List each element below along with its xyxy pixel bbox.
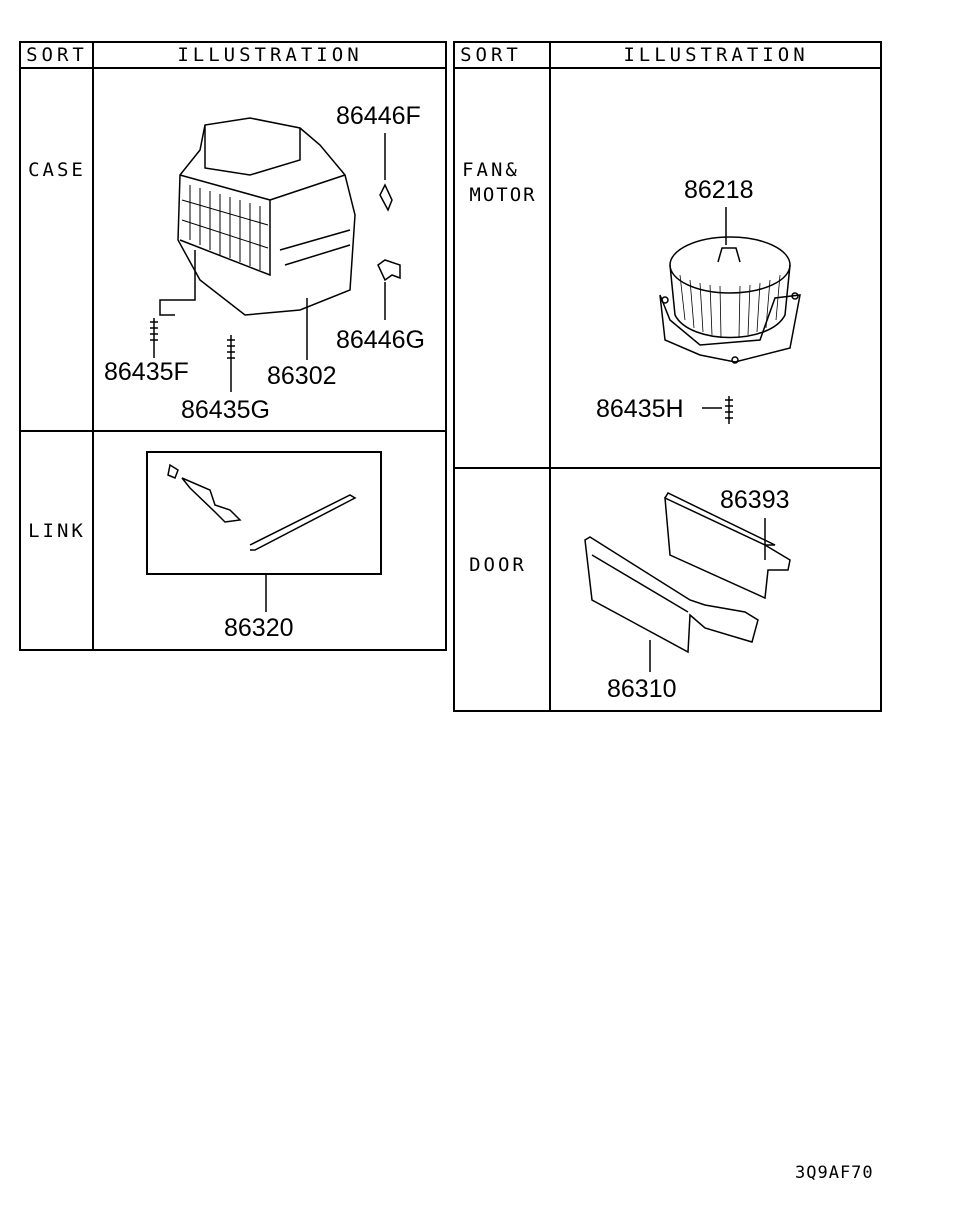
right-header-sort: SORT xyxy=(460,44,522,66)
part-number[interactable]: 86446G xyxy=(336,326,425,354)
clips xyxy=(377,183,401,282)
part-number[interactable]: 86446F xyxy=(336,102,421,130)
left-parts-table xyxy=(19,41,447,651)
sort-link: LINK xyxy=(28,520,86,542)
divider xyxy=(453,467,882,469)
divider xyxy=(19,430,447,432)
heater-case-illustration xyxy=(159,117,356,316)
left-header-illustration: ILLUSTRATION xyxy=(177,44,363,66)
part-number[interactable]: 86435G xyxy=(181,396,270,424)
part-number[interactable]: 86393 xyxy=(720,486,790,514)
part-number[interactable]: 86218 xyxy=(684,176,754,204)
link-illustration xyxy=(167,463,357,551)
left-header-sort: SORT xyxy=(26,44,88,66)
divider xyxy=(549,41,551,712)
sort-case: CASE xyxy=(28,159,86,181)
divider xyxy=(92,41,94,651)
right-header-illustration: ILLUSTRATION xyxy=(623,44,809,66)
divider xyxy=(19,67,447,69)
blower-fan-illustration xyxy=(659,236,801,364)
sort-door: DOOR xyxy=(469,554,527,576)
part-number[interactable]: 86435F xyxy=(104,358,189,386)
link-box xyxy=(146,451,382,575)
part-number[interactable]: 86302 xyxy=(267,362,337,390)
part-number[interactable]: 86320 xyxy=(224,614,294,642)
part-number[interactable]: 86310 xyxy=(607,675,677,703)
part-number[interactable]: 86435H xyxy=(596,395,684,423)
divider xyxy=(453,67,882,69)
leader-lines xyxy=(153,133,766,672)
figure-code: 3Q9AF70 xyxy=(795,1163,874,1183)
right-parts-table xyxy=(453,41,882,712)
doors-illustration xyxy=(584,492,791,654)
sort-fan-motor-line2: MOTOR xyxy=(469,184,537,206)
screw-icons xyxy=(150,318,733,424)
sort-fan-motor-line1: FAN& xyxy=(462,159,520,181)
